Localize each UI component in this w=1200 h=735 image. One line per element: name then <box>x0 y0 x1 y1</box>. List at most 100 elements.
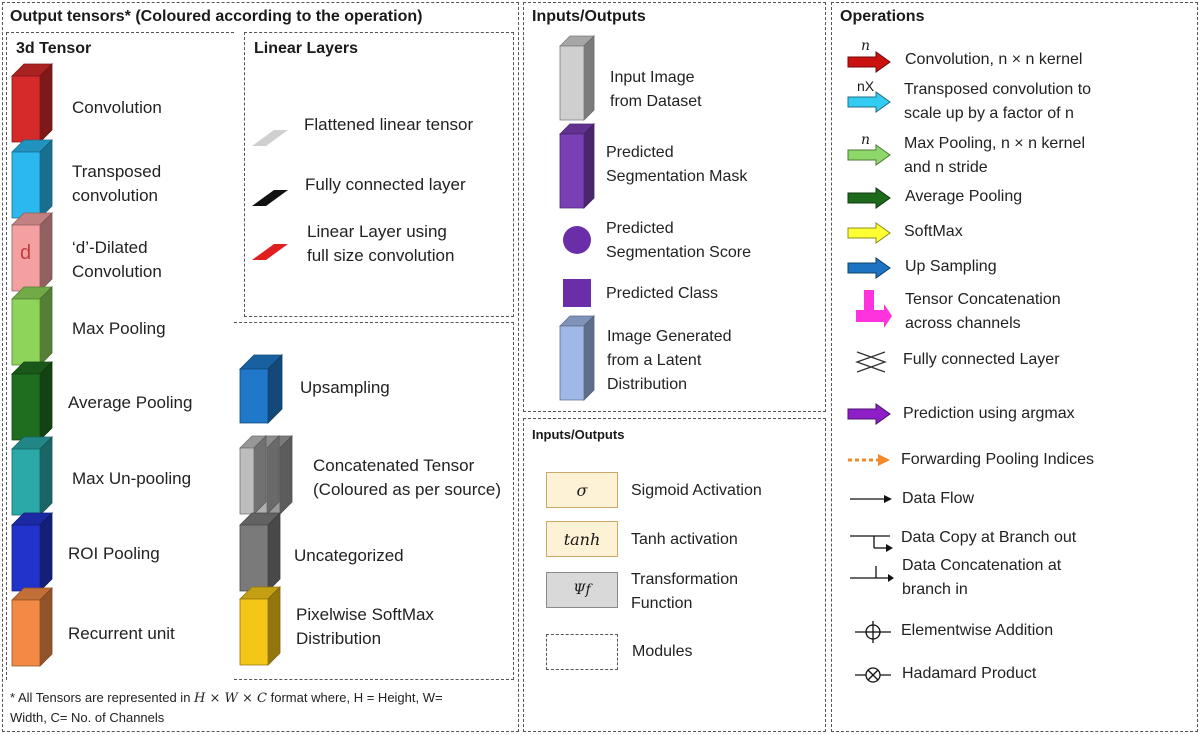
sigmoid-symbol-box: σ <box>546 472 618 508</box>
op-label: Data Concatenation at branch in <box>902 557 1062 598</box>
tensor-label: Upsampling <box>300 378 390 397</box>
fn-label: Modules <box>632 643 693 660</box>
tanh-symbol-box: tanh <box>546 521 618 557</box>
op-label: Max Pooling, n × n kernel and n stride <box>904 135 1085 176</box>
segmentation-score-circle-icon <box>563 226 591 254</box>
transformation-symbol-box: Ψf <box>546 572 618 608</box>
op-label: Forwarding Pooling Indices <box>901 451 1094 468</box>
inputs-outputs-title: Inputs/Outputs <box>532 8 646 25</box>
op-label: SoftMax <box>904 223 963 240</box>
functions-title: Inputs/Outputs <box>532 427 625 442</box>
linear-layers-title: Linear Layers <box>254 40 359 57</box>
fn-label: Transformation Function <box>631 571 738 612</box>
average-pooling-tensor-icon <box>11 361 53 441</box>
tensor-label: Average Pooling <box>68 393 193 412</box>
fully-connected-layer-icon <box>252 190 288 206</box>
footnote-text-c: Width, C= No. of Channels <box>10 710 165 725</box>
footnote-text-a: * All Tensors are represented in <box>10 690 191 705</box>
max-pooling-tensor-icon <box>11 286 53 366</box>
io-label: Input Image from Dataset <box>610 69 702 110</box>
tensor-label: Max Un-pooling <box>72 469 192 488</box>
io-label: Predicted Class <box>606 285 719 302</box>
linear-layers-panel <box>244 32 514 317</box>
io-label: Predicted Segmentation Mask <box>606 144 748 185</box>
footnote-math: H × W × C <box>194 691 268 706</box>
op-label: Fully connected Layer <box>903 351 1060 368</box>
output-tensors-panel <box>2 2 519 732</box>
op-label: Convolution, n × n kernel <box>905 51 1083 68</box>
roi-pooling-tensor-icon <box>11 512 53 592</box>
op-overlabel: n <box>861 132 871 148</box>
functions-panel <box>523 418 826 732</box>
data-concat-branch-icon <box>850 566 894 582</box>
tensor-label: Pixelwise SoftMax Distribution <box>296 605 434 648</box>
uncategorized-tensor-icon <box>239 512 281 592</box>
io-label: Image Generated from a Latent Distributi… <box>607 328 732 393</box>
op-label: Tensor Concatenation across channels <box>905 291 1061 332</box>
tensor-label: Max Pooling <box>72 319 166 338</box>
linear-label: Linear Layer using full size convolution <box>307 222 455 265</box>
argmax-arrow-icon <box>847 403 891 425</box>
segmentation-mask-icon <box>559 123 595 209</box>
concatenated-tensor-icon <box>239 435 293 515</box>
dilated-convolution-tensor-icon <box>11 212 53 292</box>
flattened-linear-tensor-icon <box>252 130 288 146</box>
inputs-outputs-panel <box>523 2 826 412</box>
max-unpooling-tensor-icon <box>11 436 53 516</box>
io-label: Predicted Segmentation Score <box>606 220 751 261</box>
dilation-glyph: d <box>20 242 32 264</box>
elementwise-addition-icon <box>855 621 891 643</box>
tensor-label: Convolution <box>72 98 162 117</box>
forwarding-indices-arrow-icon <box>848 454 890 466</box>
footnote: * All Tensors are represented in H × W ×… <box>10 688 515 727</box>
tensor-label: Uncategorized <box>294 546 404 565</box>
data-flow-arrow-icon <box>850 495 892 503</box>
modules-box <box>546 634 618 670</box>
upsampling-arrow-icon <box>847 257 891 279</box>
predicted-class-square-icon <box>563 279 591 307</box>
tensor-label: Concatenated Tensor (Coloured as per sou… <box>313 456 502 499</box>
op-label: Hadamard Product <box>902 665 1037 682</box>
operations-title: Operations <box>840 8 925 25</box>
linear-full-size-conv-icon <box>252 244 288 260</box>
data-copy-branch-icon <box>850 535 893 552</box>
op-overlabel: nX <box>857 78 875 94</box>
tensor-label: Recurrent unit <box>68 624 175 643</box>
fn-label: Tanh activation <box>631 531 738 548</box>
hadamard-product-icon <box>855 667 891 683</box>
op-label: Elementwise Addition <box>901 622 1054 639</box>
convolution-arrow-icon <box>847 51 891 73</box>
op-label: Up Sampling <box>905 258 997 275</box>
op-overlabel: n <box>861 38 871 54</box>
fully-connected-icon <box>855 351 887 373</box>
pixelwise-softmax-tensor-icon <box>239 586 281 666</box>
latent-image-icon <box>559 315 595 401</box>
other-tensors-panel <box>234 322 514 680</box>
tensor-concatenation-icon <box>856 290 892 328</box>
linear-label: Fully connected layer <box>305 175 466 194</box>
tensor3d-panel <box>6 32 234 680</box>
output-tensors-title: Output tensors* (Coloured according to t… <box>10 8 423 25</box>
tensor3d-title: 3d Tensor <box>16 40 92 57</box>
upsampling-tensor-icon <box>239 354 283 424</box>
tensor-label: ‘d’-Dilated Convolution <box>72 238 162 281</box>
softmax-arrow-icon <box>847 222 891 244</box>
op-label: Prediction using argmax <box>903 405 1075 422</box>
input-image-icon <box>559 35 595 121</box>
operations-panel <box>831 2 1198 732</box>
footnote-text-b: format where, H = Height, W= <box>270 690 443 705</box>
op-label: Data Flow <box>902 490 975 507</box>
op-label: Data Copy at Branch out <box>901 529 1077 546</box>
transposed-convolution-tensor-icon <box>11 139 53 219</box>
convolution-tensor-icon <box>11 63 53 143</box>
tensor-label: ROI Pooling <box>68 544 160 563</box>
average-pooling-arrow-icon <box>847 187 891 209</box>
op-label: Average Pooling <box>905 188 1023 205</box>
transposed-convolution-arrow-icon <box>847 91 891 113</box>
tensor-label: Transposed convolution <box>72 162 162 205</box>
max-pooling-arrow-icon <box>847 144 891 166</box>
fn-label: Sigmoid Activation <box>631 482 762 499</box>
recurrent-unit-tensor-icon <box>11 587 53 667</box>
linear-label: Flattened linear tensor <box>304 115 474 134</box>
op-label: Transposed convolution to scale up by a … <box>904 81 1092 122</box>
